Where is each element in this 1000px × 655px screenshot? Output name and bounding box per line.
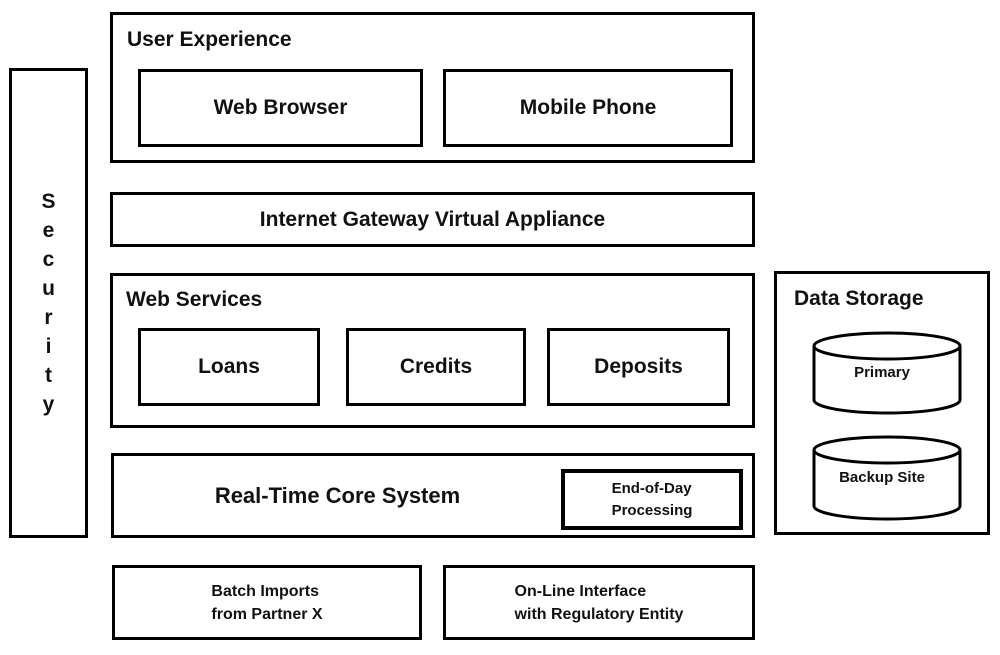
real-time-core-block: Real-Time Core System End-of-Day Process… [111, 453, 755, 538]
credits-label: Credits [399, 355, 473, 378]
security-letter: c [42, 248, 55, 271]
web-services-title: Web Services [126, 288, 263, 311]
user-experience-panel: User Experience Web Browser Mobile Phone [110, 12, 755, 163]
mobile-phone-block: Mobile Phone [443, 69, 733, 147]
end-of-day-label: End-of-Day Processing [612, 478, 693, 522]
web-browser-label: Web Browser [213, 96, 348, 119]
end-of-day-block: End-of-Day Processing [561, 469, 743, 530]
real-time-core-label: Real-Time Core System [214, 482, 461, 508]
web-services-panel: Web Services Loans Credits Deposits [110, 273, 755, 428]
online-interface-line2: with Regulatory Entity [514, 605, 684, 623]
loans-block: Loans [138, 328, 320, 406]
backup-db-label: Backup Site [839, 469, 925, 486]
data-storage-panel: Data Storage Primary Backup Site [774, 271, 990, 535]
online-interface-line1: On-Line Interface [514, 582, 647, 600]
end-of-day-line1: End-of-Day [611, 479, 692, 497]
online-interface-block: On-Line Interface with Regulatory Entity [443, 565, 755, 640]
security-letter: u [42, 277, 55, 300]
security-letter: r [44, 306, 53, 329]
end-of-day-line2: Processing [611, 501, 693, 519]
security-letter: S [41, 190, 56, 213]
data-storage-title: Data Storage [794, 287, 924, 310]
online-interface-label: On-Line Interface with Regulatory Entity [515, 580, 684, 626]
database-cylinders-icon [812, 331, 962, 521]
real-time-core-label-zone: Real-Time Core System [114, 456, 561, 535]
web-browser-block: Web Browser [138, 69, 423, 147]
mobile-phone-label: Mobile Phone [519, 96, 657, 119]
primary-db-label: Primary [854, 364, 910, 381]
security-letter: i [45, 335, 52, 358]
security-block: S e c u r i t y [9, 68, 88, 538]
security-letter: y [42, 393, 55, 416]
credits-block: Credits [346, 328, 526, 406]
security-letter: e [42, 219, 55, 242]
batch-imports-label: Batch Imports from Partner X [211, 580, 322, 626]
deposits-label: Deposits [594, 355, 683, 378]
internet-gateway-block: Internet Gateway Virtual Appliance [110, 192, 755, 247]
security-letter: t [45, 364, 52, 387]
batch-imports-line2: from Partner X [211, 605, 323, 623]
batch-imports-block: Batch Imports from Partner X [112, 565, 422, 640]
internet-gateway-label: Internet Gateway Virtual Appliance [259, 207, 606, 231]
user-experience-title: User Experience [127, 28, 292, 51]
loans-label: Loans [198, 355, 260, 378]
batch-imports-line1: Batch Imports [211, 582, 319, 600]
deposits-block: Deposits [547, 328, 730, 406]
